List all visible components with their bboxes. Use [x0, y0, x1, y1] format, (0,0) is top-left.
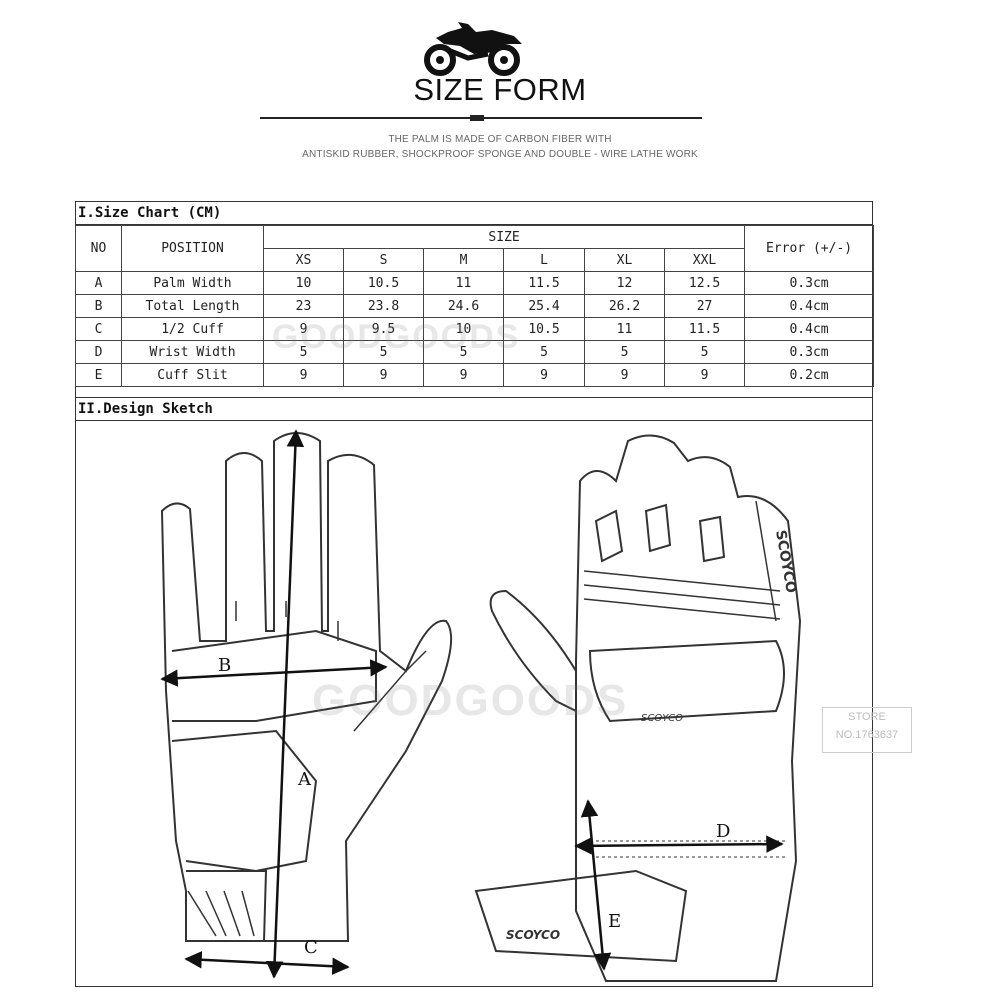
glove-design-sketch: SCOYCO SCOYCO SCOYCO A B C D E: [160, 429, 802, 982]
row-position: 1/2 Cuff: [121, 317, 264, 341]
measure-arrow-e: [580, 799, 612, 971]
cell: 9: [503, 363, 585, 387]
cell: 9: [584, 363, 665, 387]
size-label: XS: [263, 248, 344, 272]
row-error: 0.4cm: [744, 294, 875, 318]
divider: [75, 397, 873, 398]
cell: 24.6: [423, 294, 504, 318]
size-chart-heading: I.Size Chart (CM): [78, 205, 222, 221]
cell: 5: [663, 340, 746, 364]
row-no: A: [75, 271, 122, 295]
cell: 23: [263, 294, 344, 318]
size-label: M: [423, 248, 504, 272]
cell: 12: [584, 271, 665, 295]
row-no: D: [75, 340, 122, 364]
cell: 9: [663, 363, 746, 387]
cell: 9.5: [343, 317, 424, 341]
subtitle-line-2: ANTISKID RUBBER, SHOCKPROOF SPONGE AND D…: [302, 149, 698, 160]
brand-strap: SCOYCO: [506, 928, 560, 942]
cell: 5: [584, 340, 665, 364]
cell: 23.8: [343, 294, 424, 318]
measure-arrow-c: [184, 951, 350, 975]
divider: [75, 224, 873, 225]
row-no: C: [75, 317, 122, 341]
row-no: B: [75, 294, 122, 318]
row-no: E: [75, 363, 122, 387]
store-watermark: STORE NO.1763637: [822, 707, 912, 753]
row-position: Cuff Slit: [121, 363, 264, 387]
size-label: XXL: [663, 248, 746, 272]
measure-arrow-a: [265, 429, 305, 979]
size-form-frame: [75, 201, 873, 987]
table-row: B Total Length 23 23.8 24.6 25.4 26.2 27…: [75, 294, 875, 318]
cell: 10: [423, 317, 504, 341]
table-row: C 1/2 Cuff 9 9.5 10 10.5 11 11.5 0.4cm: [75, 317, 875, 341]
label-d: D: [716, 821, 730, 842]
cell: 26.2: [584, 294, 665, 318]
row-position: Wrist Width: [121, 340, 264, 364]
size-header-row: XS S M L XL XXL: [76, 248, 874, 272]
row-error: 0.3cm: [744, 340, 875, 364]
measure-arrow-d: [574, 835, 784, 855]
brand-knuckle: SCOYCO: [772, 529, 799, 594]
row-position: Total Length: [121, 294, 264, 318]
table-row: E Cuff Slit 9 9 9 9 9 9 0.2cm: [75, 363, 875, 387]
design-sketch-heading: II.Design Sketch: [78, 401, 213, 417]
table-row: A Palm Width 10 10.5 11 11.5 12 12.5 0.3…: [75, 271, 875, 295]
cell: 11.5: [503, 271, 585, 295]
brand-palm-panel: SCOYCO: [641, 713, 683, 724]
glove-back-view: [474, 434, 802, 982]
cell: 10.5: [343, 271, 424, 295]
cell: 11: [423, 271, 504, 295]
cell: 5: [263, 340, 344, 364]
store-watermark-line1: STORE: [848, 711, 886, 723]
title-divider-mark: [470, 115, 484, 121]
header-size: SIZE: [262, 225, 746, 249]
size-label: L: [503, 248, 585, 272]
label-c: C: [304, 937, 318, 958]
subtitle-line-1: THE PALM IS MADE OF CARBON FIBER WITH: [388, 134, 612, 145]
size-label: S: [343, 248, 424, 272]
page-title: SIZE FORM: [413, 72, 587, 107]
row-error: 0.2cm: [744, 363, 875, 387]
row-error: 0.4cm: [744, 317, 875, 341]
cell: 10: [263, 271, 344, 295]
header-position: POSITION: [121, 225, 264, 272]
cell: 9: [423, 363, 504, 387]
cell: 9: [343, 363, 424, 387]
size-label: XL: [584, 248, 665, 272]
header-error: Error (+/-): [744, 225, 875, 272]
label-e: E: [608, 911, 621, 932]
cell: 9: [263, 363, 344, 387]
watermark: GOODGOODS: [272, 318, 521, 356]
cell: 12.5: [663, 271, 746, 295]
header-no: NO: [75, 225, 122, 272]
row-error: 0.3cm: [744, 271, 875, 295]
table-row: D Wrist Width 5 5 5 5 5 5 0.3cm: [75, 340, 875, 364]
label-b: B: [218, 655, 231, 676]
measure-arrow-b: [160, 659, 388, 687]
size-chart-table: NO POSITION SIZE Error (+/-) XS S M L XL…: [75, 225, 875, 387]
cell: 11.5: [663, 317, 746, 341]
cell: 11: [584, 317, 665, 341]
divider: [75, 420, 873, 421]
motorcycle-icon: [424, 22, 522, 76]
cell: 27: [663, 294, 746, 318]
cell: 25.4: [503, 294, 585, 318]
watermark: GOODGOODS: [312, 676, 629, 725]
row-position: Palm Width: [121, 271, 264, 295]
store-watermark-line2: NO.1763637: [835, 729, 899, 741]
label-a: A: [297, 769, 312, 790]
